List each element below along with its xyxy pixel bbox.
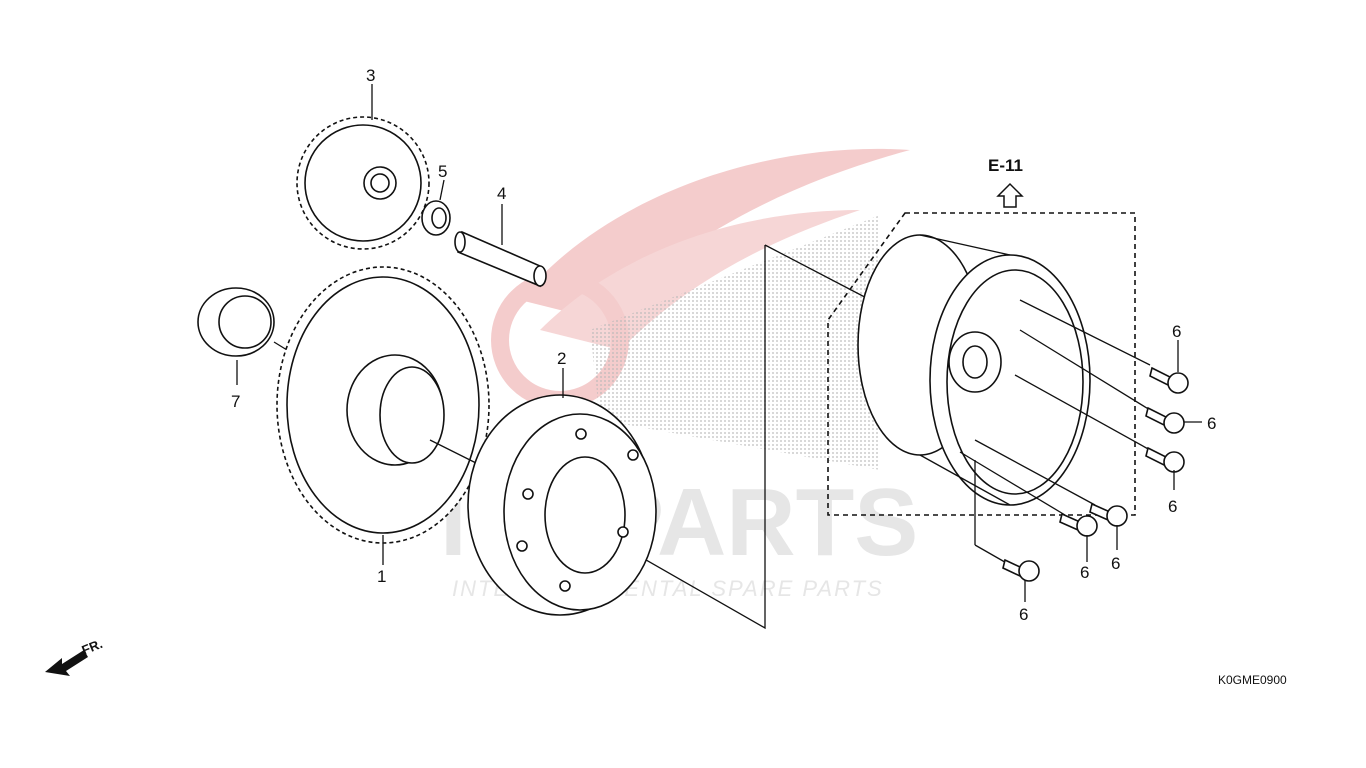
flange-bolt[interactable] bbox=[1145, 406, 1185, 434]
guide-plane bbox=[619, 245, 766, 630]
starter-driven-gear[interactable] bbox=[276, 266, 490, 544]
flange-bolt[interactable] bbox=[1059, 512, 1098, 537]
callout-6: 6 bbox=[1019, 605, 1028, 624]
guide-line bbox=[764, 244, 881, 306]
starter-reduction-gear[interactable] bbox=[296, 116, 430, 250]
leader-lines bbox=[236, 84, 1202, 602]
callout-1: 1 bbox=[377, 567, 386, 586]
flange-bolt[interactable] bbox=[1149, 366, 1189, 394]
up-arrow-outline-icon[interactable] bbox=[996, 182, 1024, 208]
callout-2: 2 bbox=[557, 349, 566, 368]
flywheel[interactable] bbox=[857, 234, 1091, 506]
flange-bolt[interactable] bbox=[1145, 446, 1185, 473]
collar[interactable] bbox=[421, 200, 451, 236]
callout-4: 4 bbox=[497, 184, 506, 203]
assembly-dashed-box bbox=[827, 212, 1136, 516]
one-way-clutch[interactable] bbox=[467, 394, 657, 616]
callout-6: 6 bbox=[1172, 322, 1181, 341]
needle-bearing[interactable] bbox=[197, 287, 301, 359]
callout-7: 7 bbox=[231, 392, 240, 411]
bolt-guide-lines bbox=[959, 299, 1151, 566]
callout-6: 6 bbox=[1207, 414, 1216, 433]
callout-6: 6 bbox=[1080, 563, 1089, 582]
diagram-code: K0GME0900 bbox=[1218, 673, 1287, 687]
reduction-gear-shaft[interactable] bbox=[454, 230, 547, 288]
front-direction-arrow-icon bbox=[45, 650, 88, 676]
callout-6: 6 bbox=[1168, 497, 1177, 516]
reference-label[interactable]: E-11 bbox=[988, 156, 1023, 175]
callout-3: 3 bbox=[366, 66, 375, 85]
direction-label: FR. bbox=[80, 636, 105, 658]
callout-6: 6 bbox=[1111, 554, 1120, 573]
callout-5: 5 bbox=[438, 162, 447, 181]
flange-bolt[interactable] bbox=[1002, 558, 1040, 582]
dotted-shadow bbox=[590, 215, 880, 470]
